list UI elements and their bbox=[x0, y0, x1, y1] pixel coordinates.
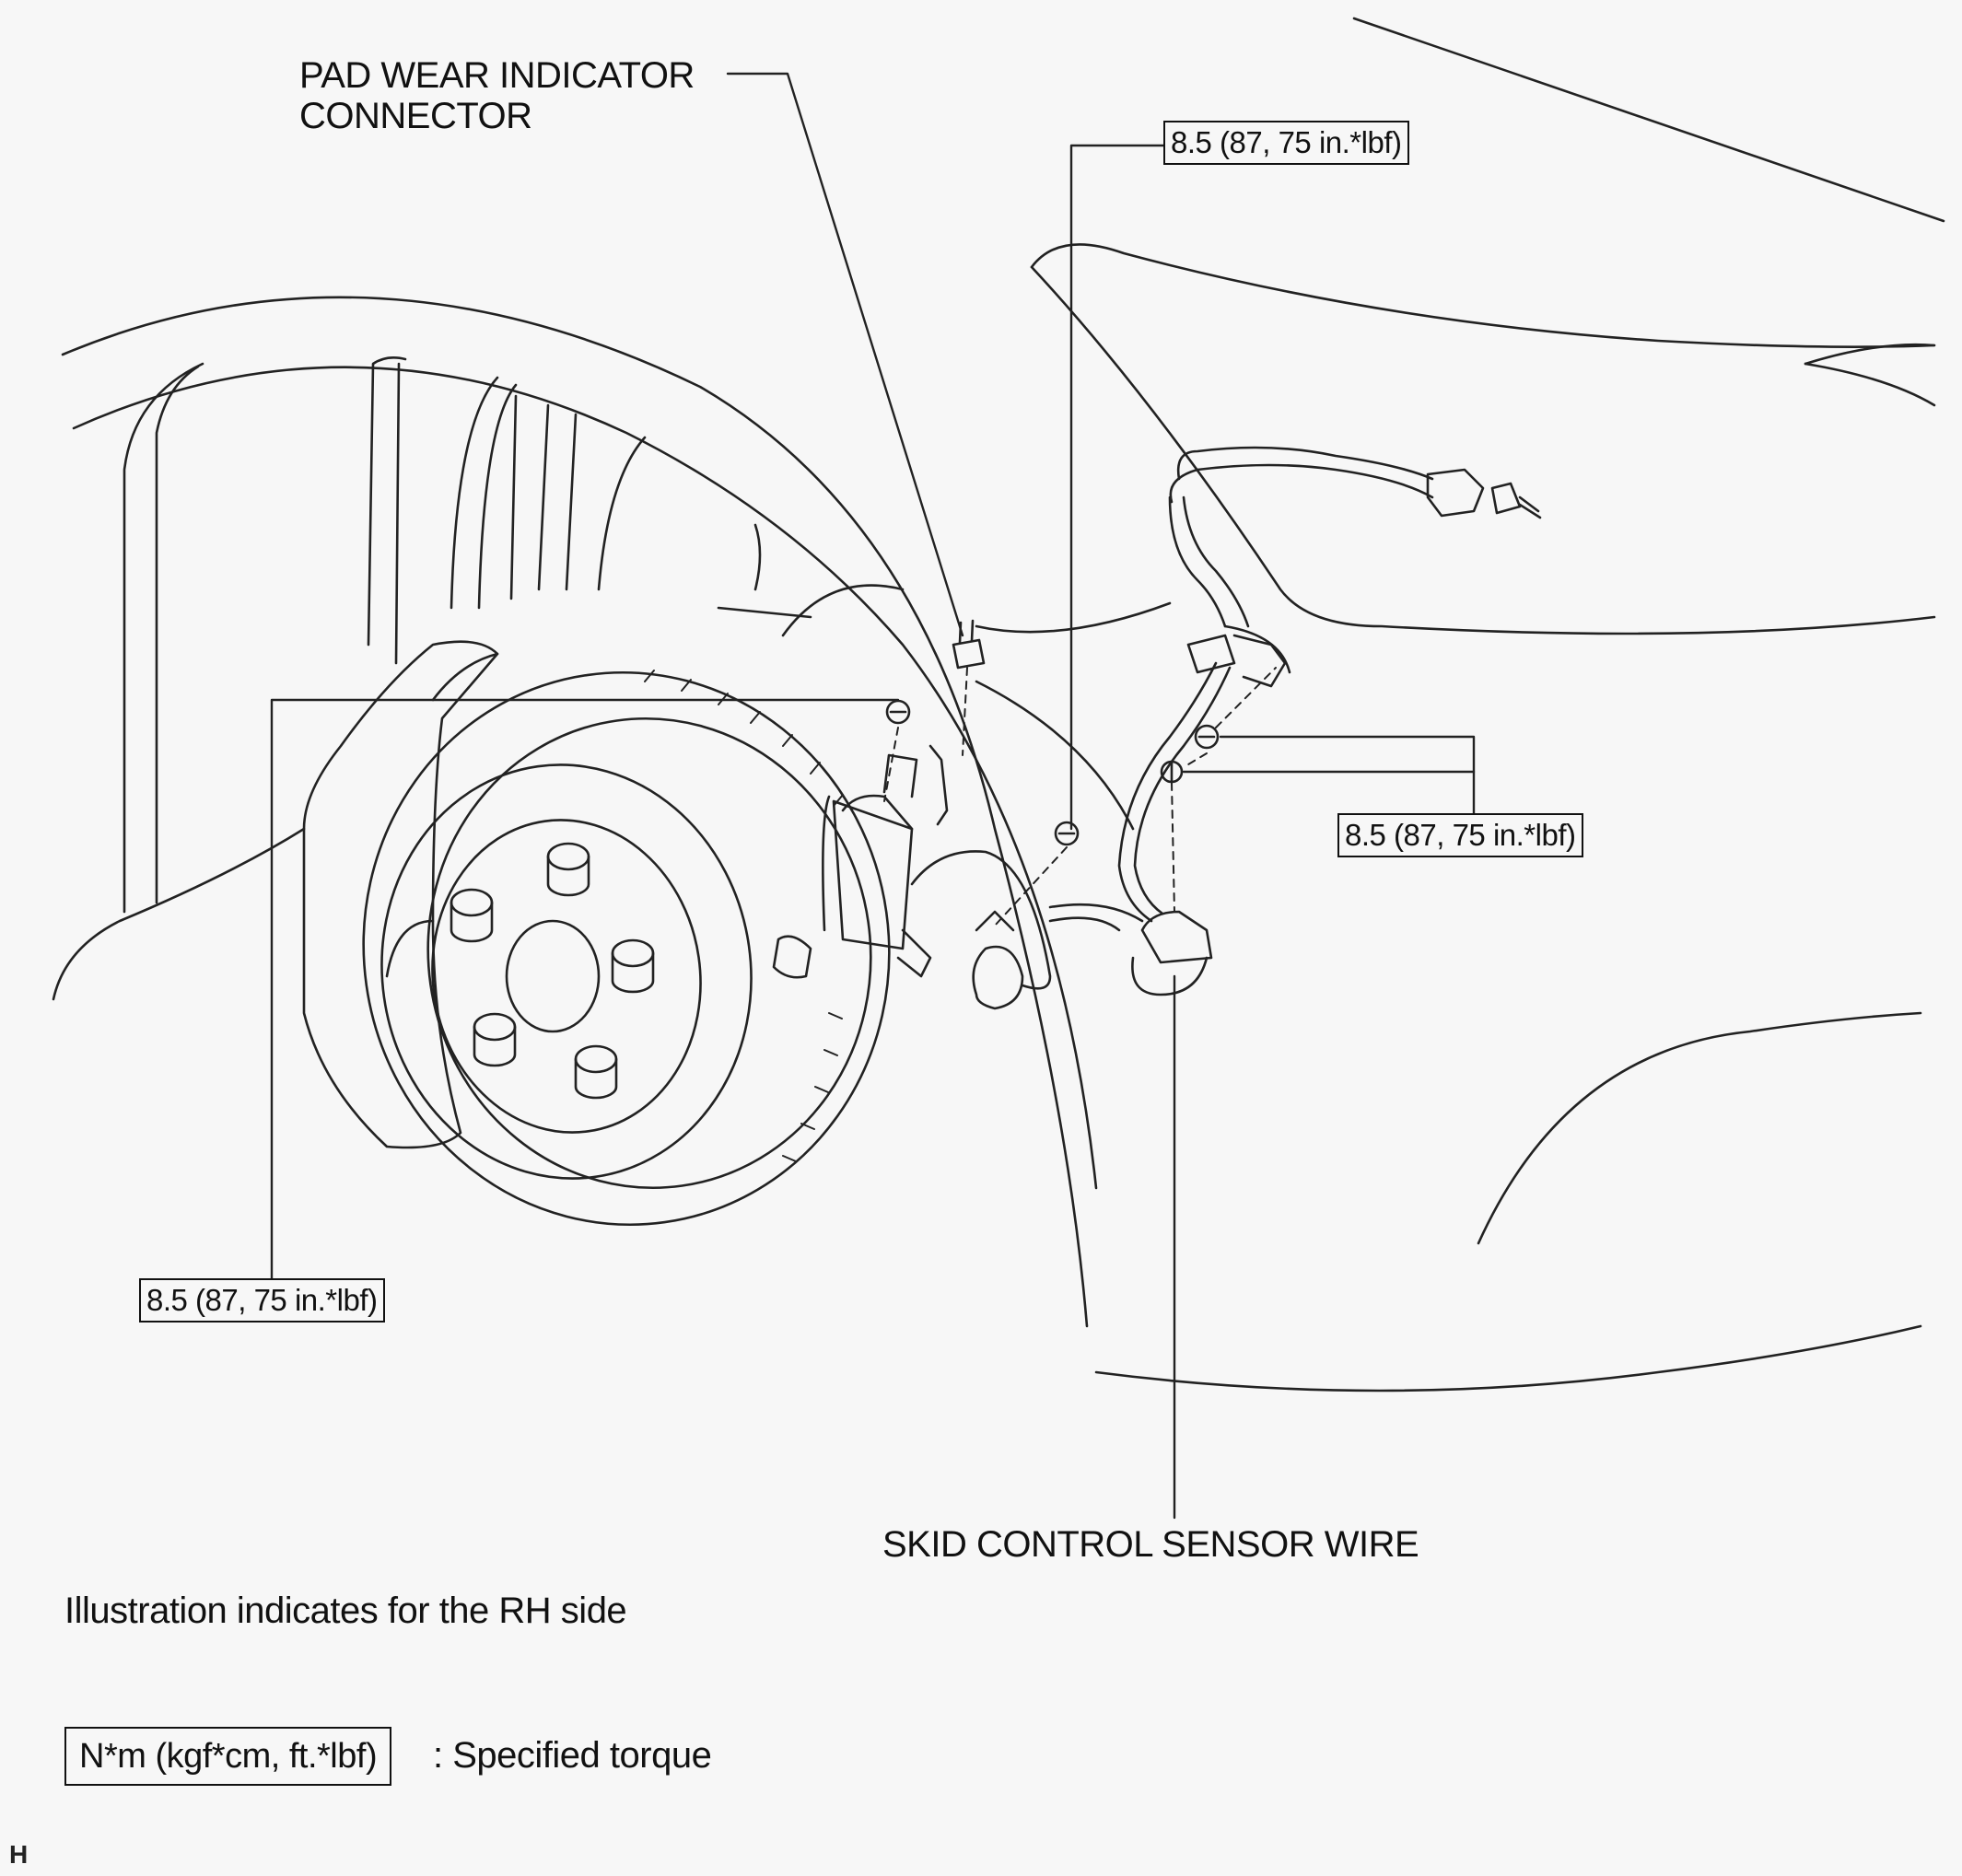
legend-specified-torque-text: : Specified torque bbox=[433, 1735, 712, 1776]
skid-control-sensor-wire-label: SKID CONTROL SENSOR WIRE bbox=[882, 1524, 1419, 1565]
rh-side-note: Illustration indicates for the RH side bbox=[64, 1591, 627, 1631]
fender-outline bbox=[52, 296, 1172, 1328]
dashed-assembly-lines bbox=[883, 667, 1277, 926]
brake-caliper bbox=[302, 640, 499, 1149]
pad-wear-indicator-label-line2: CONNECTOR bbox=[299, 96, 532, 136]
bolt bbox=[885, 699, 1220, 846]
torque-callout-right: 8.5 (87, 75 in.*lbf) bbox=[1337, 813, 1583, 857]
torque-callout-top: 8.5 (87, 75 in.*lbf) bbox=[1163, 121, 1409, 165]
brake-rotor bbox=[362, 670, 891, 1227]
skid-sensor-wire bbox=[1048, 446, 1542, 996]
legend-torque-box: N*m (kgf*cm, ft.*lbf) bbox=[64, 1727, 392, 1786]
pad-wear-indicator-label-line1: PAD WEAR INDICATOR bbox=[299, 55, 695, 96]
leader-lines bbox=[270, 72, 1476, 1520]
torque-callout-left: 8.5 (87, 75 in.*lbf) bbox=[139, 1278, 385, 1323]
pad-wear-connector bbox=[928, 619, 986, 826]
wheel-stud bbox=[450, 842, 655, 1100]
body-panel-lines bbox=[1030, 17, 1945, 1392]
corner-tag: H bbox=[9, 1840, 29, 1869]
